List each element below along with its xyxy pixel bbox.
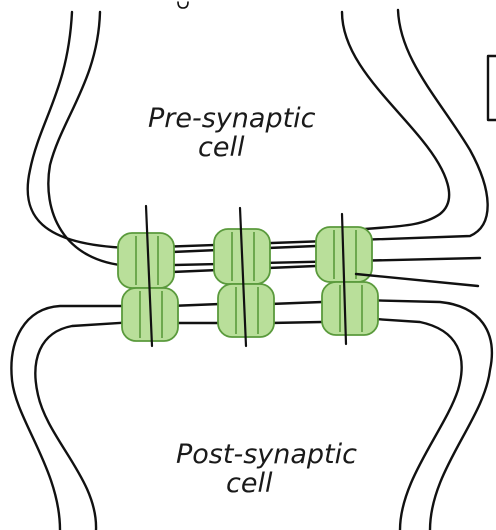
post-cell-outer-membrane-right (360, 300, 492, 530)
callout-pointer-line (356, 274, 478, 286)
post-cell-inner-membrane (35, 322, 135, 530)
cropped-text-fragment (178, 2, 188, 8)
pre-cell-inner-membrane-right (342, 12, 449, 230)
gap-junction-2 (214, 208, 274, 346)
connexon-lower-3 (322, 282, 378, 335)
post-synaptic-label-line2: cell (226, 468, 273, 499)
pre-synaptic-cell (28, 10, 488, 266)
pre-synaptic-label-line2: cell (198, 132, 245, 163)
post-cell-outer-membrane (11, 306, 135, 530)
gap-junction-1 (118, 206, 178, 346)
pre-cell-inner-membrane (48, 12, 480, 266)
connexon-upper-1 (118, 233, 174, 288)
gap-junction-3 (316, 214, 378, 344)
pre-synaptic-label: Pre-synaptic (148, 103, 316, 134)
partial-label-box (488, 56, 496, 120)
post-cell-inner-membrane-right (360, 318, 462, 530)
post-synaptic-label: Post-synaptic (176, 439, 357, 470)
